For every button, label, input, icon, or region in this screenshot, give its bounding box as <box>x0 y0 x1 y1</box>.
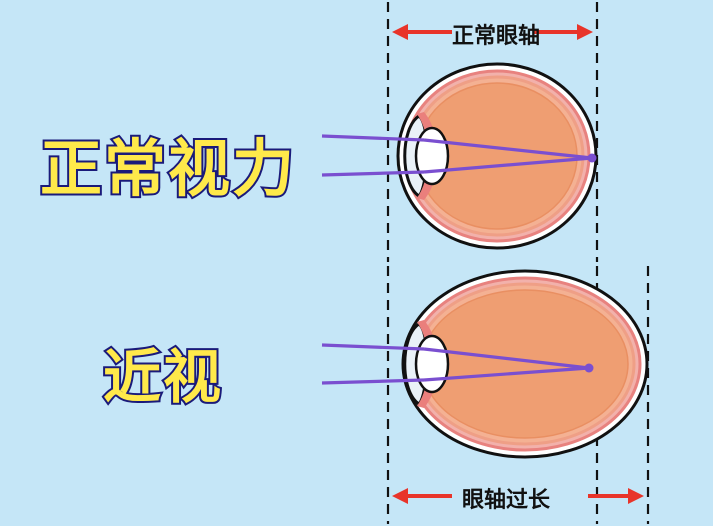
normal-eye-group <box>321 2 599 262</box>
normal-vision-title-text: 正常视力 <box>38 133 297 206</box>
bottom-measure-label-text: 眼轴过长 <box>462 487 551 512</box>
normal-eye-lens <box>414 126 450 186</box>
top-measure-label-text: 正常眼轴 <box>452 23 541 48</box>
myopia-eye-focal-point <box>584 363 594 373</box>
top-measure-arrow <box>392 24 593 40</box>
top-measure-label: 正常眼轴 <box>452 18 540 50</box>
bottom-measure-arrow <box>392 488 644 504</box>
bottom-measure-label: 眼轴过长 <box>462 482 550 514</box>
myopia-title-text: 近视 <box>101 343 224 412</box>
myopia-eye-group <box>321 266 650 524</box>
normal-eye-light-rays <box>321 134 593 177</box>
myopia-title: 近视 <box>101 330 224 414</box>
myopia-eye-vitreous <box>421 289 629 439</box>
myopia-eye-lens <box>414 334 450 394</box>
normal-vision-title: 正常视力 <box>38 118 297 208</box>
myopia-eye-light-rays <box>321 343 590 385</box>
normal-eye-focal-point <box>587 153 597 163</box>
